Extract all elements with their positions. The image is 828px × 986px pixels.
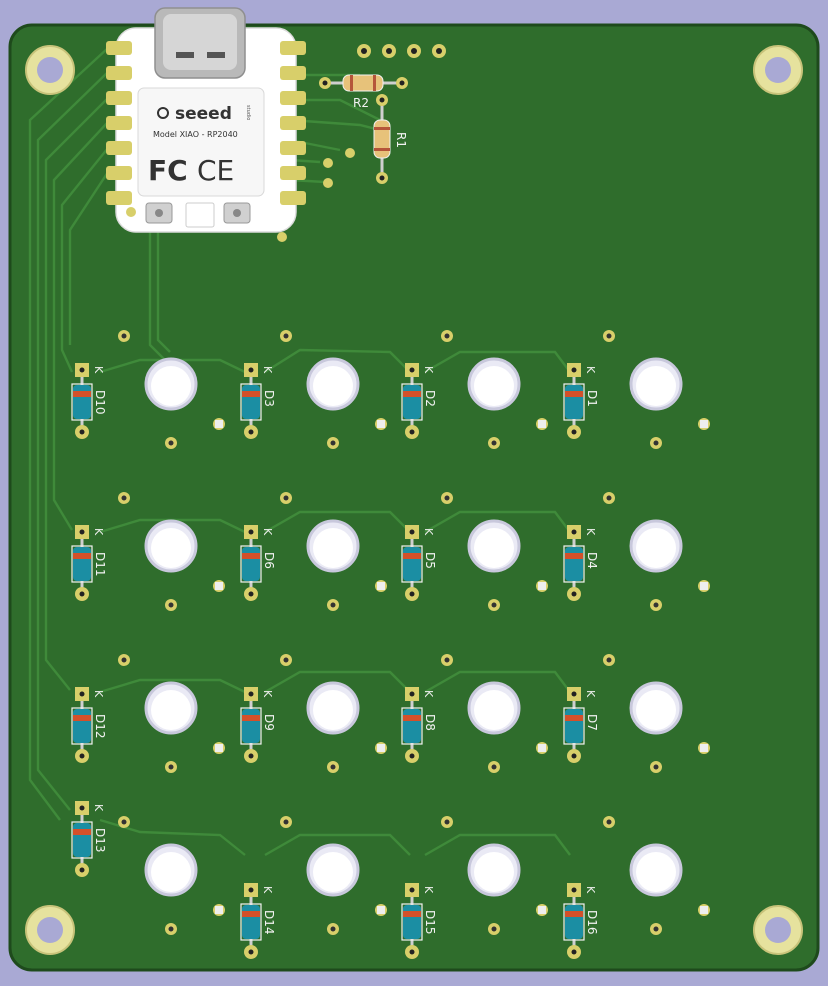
key-switch — [280, 816, 387, 935]
diode: K D8 — [401, 687, 437, 763]
diode: K D5 — [401, 525, 437, 601]
module-model: Model XIAO - RP2040 — [153, 130, 238, 139]
key-switch — [603, 816, 710, 935]
module-pads-right — [280, 41, 306, 205]
diode-pin-label: K — [584, 528, 597, 536]
diode-ref-label: D3 — [262, 390, 276, 407]
diode: K D3 — [240, 363, 276, 439]
diode: K D16 — [563, 883, 599, 959]
resistor-r1: R1 — [373, 94, 408, 184]
diode-pin-label: K — [261, 886, 274, 894]
key-switch — [603, 654, 710, 773]
diode-ref-label: D13 — [93, 828, 107, 853]
diode: K D9 — [240, 687, 276, 763]
xiao-module: seeed studio Model XIAO - RP2040 FC CE — [106, 7, 306, 233]
diode-pin-label: K — [261, 366, 274, 374]
diode-pin-label: K — [584, 886, 597, 894]
diode-pin-label: K — [584, 690, 597, 698]
diode: K D6 — [240, 525, 276, 601]
diode-pin-label: K — [92, 804, 105, 812]
diode-pin-label: K — [422, 528, 435, 536]
switch-grid: KD10KD3KD2KD1KD11KD6KD5KD4KD12KD9KD8KD7K… — [71, 330, 710, 959]
key-switch — [118, 492, 225, 611]
diode-ref-label: D5 — [423, 552, 437, 569]
mounting-hole-drill — [765, 917, 791, 943]
diode-pin-label: K — [92, 690, 105, 698]
resistor-r2: R2 — [319, 74, 408, 110]
key-switch — [280, 492, 387, 611]
mounting-hole-drill — [765, 57, 791, 83]
key-switch — [441, 816, 548, 935]
module-brand: seeed — [175, 104, 232, 124]
diode: K D13 — [71, 801, 107, 877]
diode: K D12 — [71, 687, 107, 763]
diode: K D15 — [401, 883, 437, 959]
diode: K D11 — [71, 525, 107, 601]
diode-pin-label: K — [92, 366, 105, 374]
key-switch — [441, 654, 548, 773]
cert-fc: FC — [148, 154, 188, 187]
diode: K D4 — [563, 525, 599, 601]
diode: K D14 — [240, 883, 276, 959]
diode-pin-label: K — [584, 366, 597, 374]
seeed-logo-icon — [157, 107, 169, 119]
pin-header — [357, 44, 446, 58]
diode-ref-label: D12 — [93, 714, 107, 739]
resistor-label: R1 — [394, 132, 408, 148]
diode-pin-label: K — [422, 690, 435, 698]
module-pads-left — [106, 41, 132, 205]
diode-ref-label: D10 — [93, 390, 107, 415]
key-switch — [118, 654, 225, 773]
diode-ref-label: D7 — [585, 714, 599, 731]
key-switch — [441, 330, 548, 449]
diode-pin-label: K — [261, 528, 274, 536]
key-switch — [280, 330, 387, 449]
diode-ref-label: D16 — [585, 910, 599, 935]
cert-ce: CE — [197, 154, 234, 187]
module-brand-sub: studio — [245, 105, 251, 120]
diode-ref-label: D1 — [585, 390, 599, 407]
vias — [126, 148, 355, 242]
module-shield — [137, 87, 265, 197]
diode: K D1 — [563, 363, 599, 439]
diode-ref-label: D8 — [423, 714, 437, 731]
key-switch — [603, 492, 710, 611]
diode-pin-label: K — [261, 690, 274, 698]
key-switch — [280, 654, 387, 773]
diode-ref-label: D11 — [93, 552, 107, 577]
module-led — [185, 202, 215, 228]
mounting-holes — [25, 45, 803, 955]
key-switch — [118, 330, 225, 449]
diode: K D7 — [563, 687, 599, 763]
diode-ref-label: D14 — [262, 910, 276, 935]
diode-ref-label: D4 — [585, 552, 599, 569]
key-switch — [603, 330, 710, 449]
diode-pin-label: K — [92, 528, 105, 536]
diode-pin-label: K — [422, 886, 435, 894]
diode-ref-label: D9 — [262, 714, 276, 731]
key-switch — [441, 492, 548, 611]
mounting-hole-drill — [37, 917, 63, 943]
mounting-hole-drill — [37, 57, 63, 83]
resistor-label: R2 — [353, 96, 369, 110]
diode-ref-label: D15 — [423, 910, 437, 935]
diode-ref-label: D2 — [423, 390, 437, 407]
diode: K D2 — [401, 363, 437, 439]
key-switch — [118, 816, 225, 935]
diode-pin-label: K — [422, 366, 435, 374]
diode: K D10 — [71, 363, 107, 439]
pcb-board — [8, 23, 820, 972]
diode-ref-label: D6 — [262, 552, 276, 569]
